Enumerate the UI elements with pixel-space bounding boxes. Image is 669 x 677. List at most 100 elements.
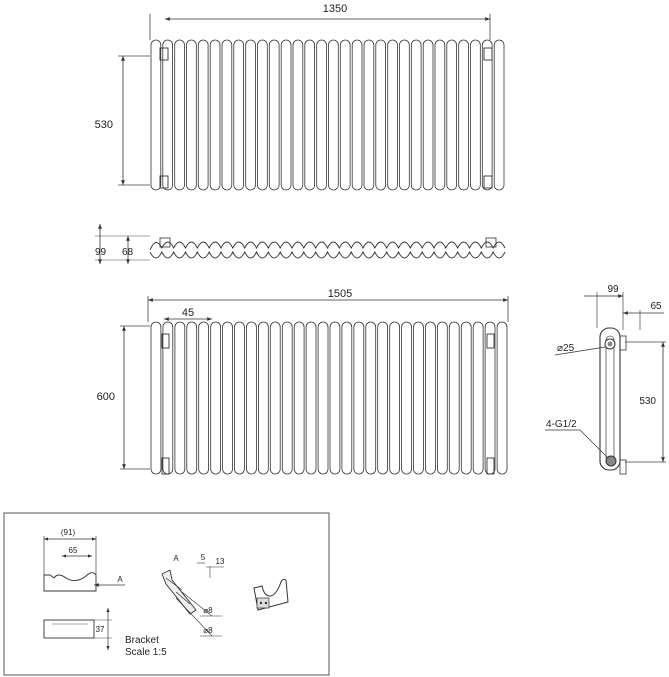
- bracket-detail: (91) 65 A 37 Bracket Scale 1:5 A 5 13 ⌀8…: [3, 512, 330, 676]
- lower-column: [460, 321, 472, 475]
- bracket-iso-base: [256, 597, 270, 609]
- top-depth-outer-label: 99: [95, 247, 107, 258]
- front-column: [174, 39, 185, 191]
- side-height-label: 530: [639, 396, 656, 407]
- lower-column: [425, 321, 436, 475]
- lower-column: [401, 321, 412, 475]
- lower-bracket-bottom-right: [486, 457, 495, 475]
- front-column: [481, 39, 493, 191]
- hole-2-leader: [175, 597, 213, 637]
- front-column: [446, 39, 457, 191]
- side-valve-bottom: [605, 455, 617, 467]
- front-column: [280, 39, 292, 191]
- side-pipe-label: ⌀25: [557, 343, 575, 354]
- bracket-bottom-right: [483, 175, 493, 189]
- top-view: 99 68: [95, 224, 506, 264]
- lower-column: [222, 321, 233, 475]
- side-wall-bracket-top: [619, 335, 627, 351]
- front-column: [470, 39, 481, 191]
- lower-column: [389, 321, 401, 475]
- bracket-bottom-left: [159, 175, 169, 189]
- hole-2-label: ⌀8: [203, 626, 213, 635]
- lower-column: [413, 321, 424, 475]
- side-pipe-leader: [554, 346, 606, 356]
- front-column: [162, 39, 174, 191]
- front-column: [387, 39, 398, 191]
- front-column: [257, 39, 268, 191]
- lower-column: [365, 321, 377, 475]
- lower-column: [210, 321, 221, 475]
- lower-column: [341, 321, 353, 475]
- front-column: [316, 39, 327, 191]
- front-brackets: [159, 47, 493, 189]
- side-offset-label: 65: [650, 301, 662, 312]
- lower-brackets: [161, 333, 495, 475]
- lower-column: [174, 321, 186, 475]
- lower-column: [377, 321, 389, 475]
- lower-column: [472, 321, 484, 475]
- lower-bracket-top-left: [161, 333, 170, 349]
- front-column: [304, 39, 315, 191]
- lower-column: [246, 321, 257, 475]
- lower-column: [234, 321, 245, 475]
- front-column: [351, 39, 363, 191]
- lower-bracket-top-right: [486, 333, 495, 349]
- bracket-iso-hole-1: [259, 601, 263, 605]
- front-column: [268, 39, 280, 191]
- side-radiator-body: [599, 327, 621, 471]
- bracket-caption-line2: Scale 1:5: [125, 647, 167, 658]
- section-a-profile: [161, 569, 197, 615]
- top-profile-upper-edge: [149, 241, 506, 251]
- top-bracket-left: [159, 237, 171, 248]
- lower-column: [293, 321, 305, 475]
- hole-1-leader: [181, 591, 213, 617]
- front-column: [458, 39, 469, 191]
- front-column: [245, 39, 256, 191]
- side-depth-label: 99: [607, 284, 619, 295]
- lower-column: [496, 321, 508, 475]
- front-column: [422, 39, 434, 191]
- front-column: [493, 39, 505, 191]
- front-column: [209, 39, 221, 191]
- front-view: 1350 530: [95, 3, 505, 191]
- lower-column: [436, 321, 448, 475]
- side-wall-bracket-bottom: [619, 459, 627, 475]
- side-pipe-top-inner: [607, 341, 613, 347]
- front-column: [375, 39, 386, 191]
- front-height-label: 530: [95, 119, 113, 131]
- dim-13-label: 13: [216, 557, 225, 566]
- lower-bracket-bottom-left: [161, 457, 170, 475]
- lower-height-label: 600: [97, 391, 115, 403]
- section-a-label: A: [173, 554, 179, 563]
- bracket-top-left: [159, 47, 169, 61]
- lower-pitch-label: 45: [182, 307, 194, 319]
- section-a-hole-2: [175, 591, 191, 605]
- lower-column: [150, 321, 162, 475]
- side-valve-label: 4-G1/2: [546, 419, 577, 430]
- top-view-profile: [149, 241, 506, 259]
- bracket-caption-line1: Bracket: [125, 635, 159, 646]
- front-column: [363, 39, 375, 191]
- lower-column: [317, 321, 329, 475]
- bracket-inner-width-label: 65: [69, 546, 78, 555]
- section-a-hole-1: [165, 577, 183, 591]
- lower-column: [305, 321, 317, 475]
- bracket-iso-hole-2: [264, 601, 268, 605]
- front-column: [150, 39, 162, 191]
- front-column: [186, 39, 197, 191]
- front-column: [233, 39, 245, 191]
- top-profile-lower-edge: [149, 250, 506, 259]
- front-column: [399, 39, 410, 191]
- lower-radiator-columns: [150, 321, 508, 475]
- top-bracket-right: [485, 237, 497, 248]
- front-column: [197, 39, 209, 191]
- bracket-width-label: (91): [61, 528, 76, 537]
- bracket-top-profile: [43, 572, 97, 592]
- front-column: [339, 39, 351, 191]
- lower-column: [281, 321, 293, 475]
- bracket-top-right: [483, 47, 493, 61]
- front-column: [328, 39, 339, 191]
- front-column: [221, 39, 233, 191]
- lower-column: [162, 321, 174, 475]
